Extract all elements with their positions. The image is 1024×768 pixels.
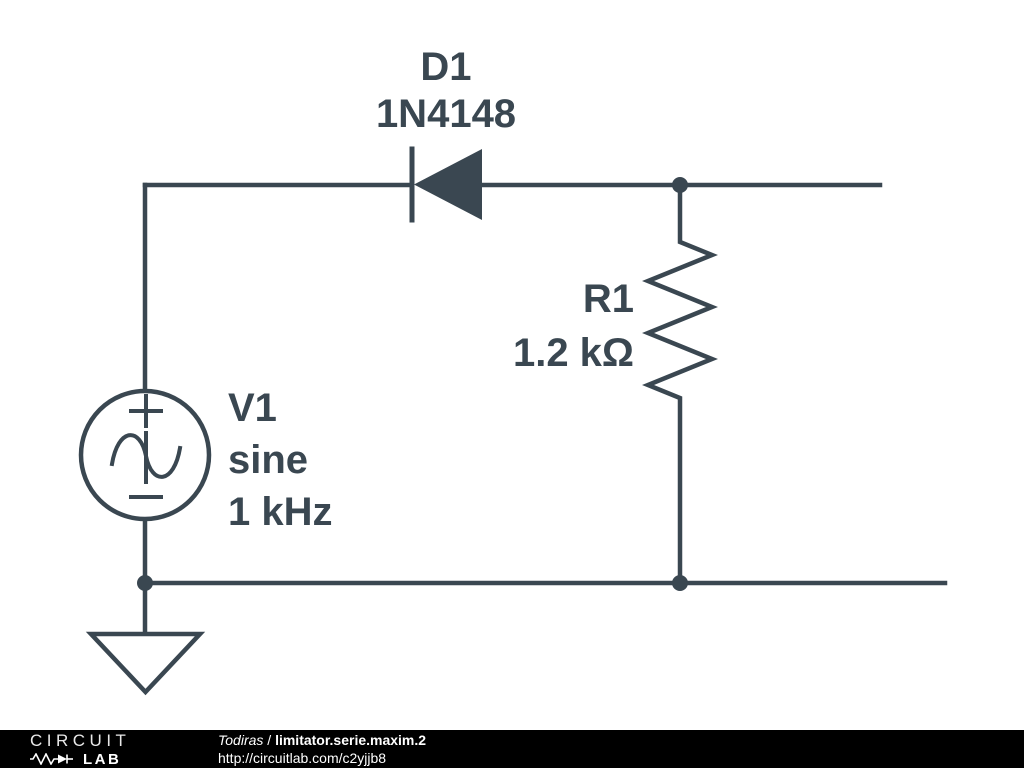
resistor-value-label: 1.2 kΩ bbox=[513, 331, 634, 375]
source-frequency-label: 1 kHz bbox=[228, 490, 333, 534]
diode-part-label: 1N4148 bbox=[376, 92, 516, 136]
junction-dot-bottom-left bbox=[137, 575, 153, 591]
footer-bar: CIRCUIT LAB Todiras / limitator.serie.ma… bbox=[0, 730, 1024, 768]
circuitlab-logo: CIRCUIT LAB bbox=[30, 732, 190, 767]
junction-dot-bottom-right bbox=[672, 575, 688, 591]
sine-glyph bbox=[109, 433, 183, 479]
resistor-symbol bbox=[642, 182, 718, 586]
footer-meta: Todiras / limitator.serie.maxim.2 http:/… bbox=[218, 731, 426, 767]
logo-circuit-text: CIRCUIT bbox=[30, 730, 131, 750]
resistor-ref-label: R1 bbox=[583, 277, 634, 321]
diode-ref-label: D1 bbox=[420, 45, 471, 89]
logo-lab-text: LAB bbox=[83, 750, 122, 768]
diode-symbol bbox=[409, 146, 482, 223]
source-waveform-label: sine bbox=[228, 438, 308, 482]
footer-separator: / bbox=[263, 731, 276, 748]
junction-dot-top bbox=[672, 177, 688, 193]
footer-circuit-title: limitator.serie.maxim.2 bbox=[275, 731, 427, 748]
source-ref-label: V1 bbox=[228, 386, 277, 430]
footer-author: Todiras bbox=[218, 731, 264, 748]
footer-author-title: Todiras / limitator.serie.maxim.2 bbox=[218, 731, 426, 749]
ground-triangle bbox=[85, 631, 206, 696]
ground-symbol bbox=[85, 580, 206, 696]
resistor-diode-icon bbox=[30, 753, 73, 765]
voltage-source-symbol bbox=[78, 388, 212, 522]
footer-url[interactable]: http://circuitlab.com/c2yjjb8 bbox=[218, 750, 387, 766]
diode-triangle bbox=[414, 149, 482, 220]
